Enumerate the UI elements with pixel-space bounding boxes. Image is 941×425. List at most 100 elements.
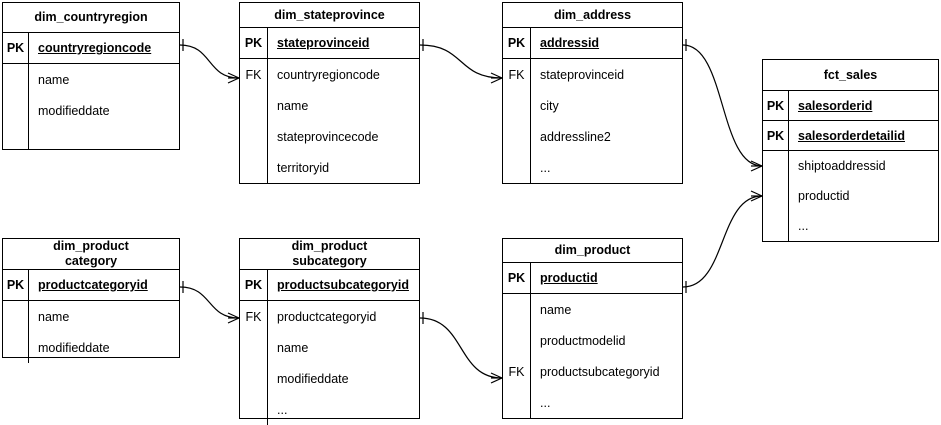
column-name: stateprovincecode: [277, 129, 379, 144]
column-name: stateprovinceid: [540, 67, 625, 82]
column-name: productmodelid: [540, 333, 626, 348]
many-marker: [227, 72, 240, 84]
entity-title: dim_address: [503, 3, 682, 28]
relationship-stateprovince-to-address: [419, 39, 503, 84]
column-name: territoryid: [277, 160, 330, 175]
relationship-productcategory-to-subcategory: [179, 281, 240, 324]
column-name: productid: [540, 271, 598, 285]
column-name: productcategoryid: [38, 278, 148, 292]
relationship-line: [419, 44, 503, 79]
key-badge: PK: [3, 33, 29, 63]
column-name: name: [38, 72, 70, 87]
relationship-countryregion-to-stateprovince: [179, 39, 240, 84]
column-name: city: [540, 98, 559, 113]
entity-title: dim_product subcategory: [240, 239, 419, 270]
column-name: modifieddate: [277, 371, 349, 386]
key-badge: FK: [245, 67, 262, 82]
key-badge: FK: [245, 309, 262, 324]
relationship-line: [179, 44, 240, 79]
key-badge-empty: [3, 95, 28, 126]
attribute-block: FK name productmodelid productsubcategoryid…: [503, 294, 682, 418]
column-name: modifieddate: [38, 103, 110, 118]
relationship-line: [682, 44, 763, 167]
key-badge-empty: [503, 121, 530, 152]
column-row: PK countryregioncode: [3, 33, 179, 64]
attribute-block: FK stateprovinceid city addressline2...: [503, 59, 682, 183]
column-row: PK addressid: [503, 28, 682, 59]
relationship-line: [179, 286, 240, 319]
many-marker: [750, 160, 763, 172]
entity-title: fct_sales: [763, 60, 938, 91]
key-badge-empty: [503, 90, 530, 121]
relationship-address-to-sales: [682, 39, 763, 172]
key-badge: PK: [503, 263, 531, 293]
column-name: addressid: [540, 36, 600, 50]
attribute-block: FK productcategoryid name modifieddate...: [240, 301, 419, 425]
many-marker: [490, 72, 503, 84]
relationship-line: [419, 317, 503, 379]
key-badge: FK: [508, 67, 525, 82]
relationship-product-to-sales: [682, 190, 763, 293]
key-badge-empty: [763, 211, 788, 241]
entity-title: dim_countryregion: [3, 3, 179, 33]
key-badge-empty: [3, 332, 28, 363]
column-row: PK productcategoryid: [3, 270, 179, 301]
relationship-line: [682, 195, 763, 288]
entity-title: dim_stateprovince: [240, 3, 419, 28]
column-row: PK salesorderdetailid: [763, 121, 938, 151]
key-badge-empty: [240, 90, 267, 121]
key-badge: PK: [240, 28, 268, 58]
key-badge-empty: [240, 394, 267, 425]
column-name: productsubcategoryid: [540, 364, 660, 379]
attribute-block: name modifieddate: [3, 301, 179, 363]
column-name: name: [277, 340, 309, 355]
column-name: salesorderdetailid: [798, 128, 905, 143]
key-badge: PK: [763, 121, 789, 150]
key-badge-empty: [503, 387, 530, 418]
key-badge-empty: [3, 301, 28, 332]
entity-title: dim_product category: [3, 239, 179, 270]
key-badge-empty: [240, 363, 267, 394]
key-badge-empty: [240, 332, 267, 363]
column-name: productsubcategoryid: [277, 278, 409, 292]
column-name: salesorderid: [798, 98, 873, 113]
key-badge: PK: [3, 270, 29, 300]
column-name: name: [540, 302, 572, 317]
column-name: countryregioncode: [277, 67, 380, 82]
key-badge-empty: [763, 151, 788, 181]
column-name: modifieddate: [38, 340, 110, 355]
column-name: ...: [798, 219, 809, 233]
attribute-block: name modifieddate: [3, 64, 179, 149]
key-badge-empty: [240, 152, 267, 183]
attribute-block: FK countryregioncode name stateprovincecode…: [240, 59, 419, 183]
key-badge-empty: [503, 294, 530, 325]
key-badge-empty: [503, 152, 530, 183]
column-name: countryregioncode: [38, 41, 152, 55]
key-badge-empty: [763, 181, 788, 211]
many-marker: [227, 312, 240, 324]
relationship-subcategory-to-product: [419, 312, 503, 384]
column-name: name: [277, 98, 309, 113]
key-badge: PK: [503, 28, 531, 58]
column-name: addressline2: [540, 129, 611, 144]
key-badge: FK: [508, 364, 525, 379]
column-name: ...: [540, 395, 551, 410]
column-name: shiptoaddressid: [798, 159, 886, 173]
column-name: ...: [277, 402, 288, 417]
key-badge: PK: [763, 91, 789, 120]
column-name: productcategoryid: [277, 309, 377, 324]
key-badge-empty: [3, 64, 28, 95]
column-name: name: [38, 309, 70, 324]
column-row: PK salesorderid: [763, 91, 938, 121]
entity-title: dim_product: [503, 239, 682, 263]
column-name: ...: [540, 160, 551, 175]
